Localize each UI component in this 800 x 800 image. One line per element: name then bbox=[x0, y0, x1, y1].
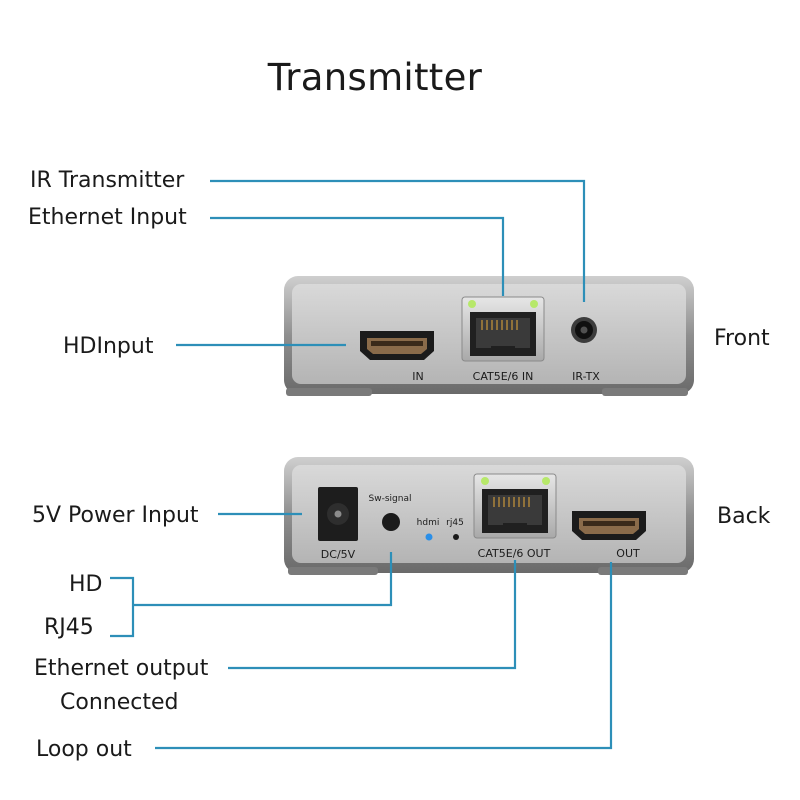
callout-hd-input: HDInput bbox=[63, 336, 153, 358]
rj45-led bbox=[453, 534, 459, 540]
diagram-title: Transmitter bbox=[267, 56, 483, 99]
leader-ir-transmitter bbox=[210, 179, 586, 302]
hdmi-in-label: IN bbox=[412, 370, 423, 383]
dc-label: DC/5V bbox=[321, 548, 356, 561]
front-foot-right bbox=[602, 388, 688, 396]
rj45-in-led-right bbox=[530, 300, 538, 308]
hdmi-out-port bbox=[572, 511, 646, 540]
callout-power: 5V Power Input bbox=[32, 503, 199, 528]
leader-ethernet-output bbox=[228, 560, 517, 670]
front-foot-left bbox=[286, 388, 372, 396]
side-label-back: Back bbox=[717, 504, 771, 529]
back-panel: DC/5V Sw-signal hdmi rj45 CAT5E/6 OUT bbox=[284, 457, 694, 575]
leader-loop-out bbox=[155, 562, 613, 750]
cat-in-label: CAT5E/6 IN bbox=[473, 370, 534, 383]
side-label-front: Front bbox=[714, 326, 770, 351]
rj45-out-led-left bbox=[481, 477, 489, 485]
back-foot-right bbox=[598, 567, 688, 575]
rj45-out-led-right bbox=[542, 477, 550, 485]
callout-hd-input-prefix: HD bbox=[63, 334, 97, 359]
back-foot-left bbox=[288, 567, 378, 575]
callout-ir-transmitter: IR Transmitter bbox=[30, 168, 185, 193]
hdmi-led-label: hdmi bbox=[417, 518, 440, 528]
ir-tx-jack bbox=[571, 317, 597, 343]
sw-signal-label: Sw-signal bbox=[369, 494, 412, 504]
dc-jack bbox=[318, 487, 358, 541]
leader-hd-bracket bbox=[110, 576, 135, 638]
rj45-in-port bbox=[461, 296, 545, 362]
leader-led-status bbox=[133, 552, 393, 607]
callout-hd: HD bbox=[69, 572, 103, 597]
callout-ethernet-output: Ethernet output bbox=[34, 656, 209, 681]
callout-hd-input-suffix: Input bbox=[96, 334, 154, 359]
leader-ethernet-input bbox=[210, 216, 505, 296]
callout-loop-out: Loop out bbox=[36, 737, 132, 762]
hdmi-out-label: OUT bbox=[616, 547, 640, 560]
callout-connected: Connected bbox=[60, 690, 179, 715]
rj45-led-label: rj45 bbox=[446, 518, 464, 528]
cat-out-label: CAT5E/6 OUT bbox=[478, 547, 551, 560]
hdmi-in-port bbox=[360, 331, 434, 360]
sw-signal-button bbox=[382, 513, 400, 531]
ir-tx-label: IR-TX bbox=[572, 370, 600, 383]
rj45-out-port bbox=[473, 473, 557, 539]
callout-ethernet-input: Ethernet Input bbox=[28, 205, 187, 230]
rj45-in-led-left bbox=[468, 300, 476, 308]
hdmi-led bbox=[425, 533, 433, 541]
front-panel: IN CAT5E/6 IN IR-TX bbox=[284, 276, 694, 396]
callout-rj45: RJ45 bbox=[44, 615, 94, 640]
